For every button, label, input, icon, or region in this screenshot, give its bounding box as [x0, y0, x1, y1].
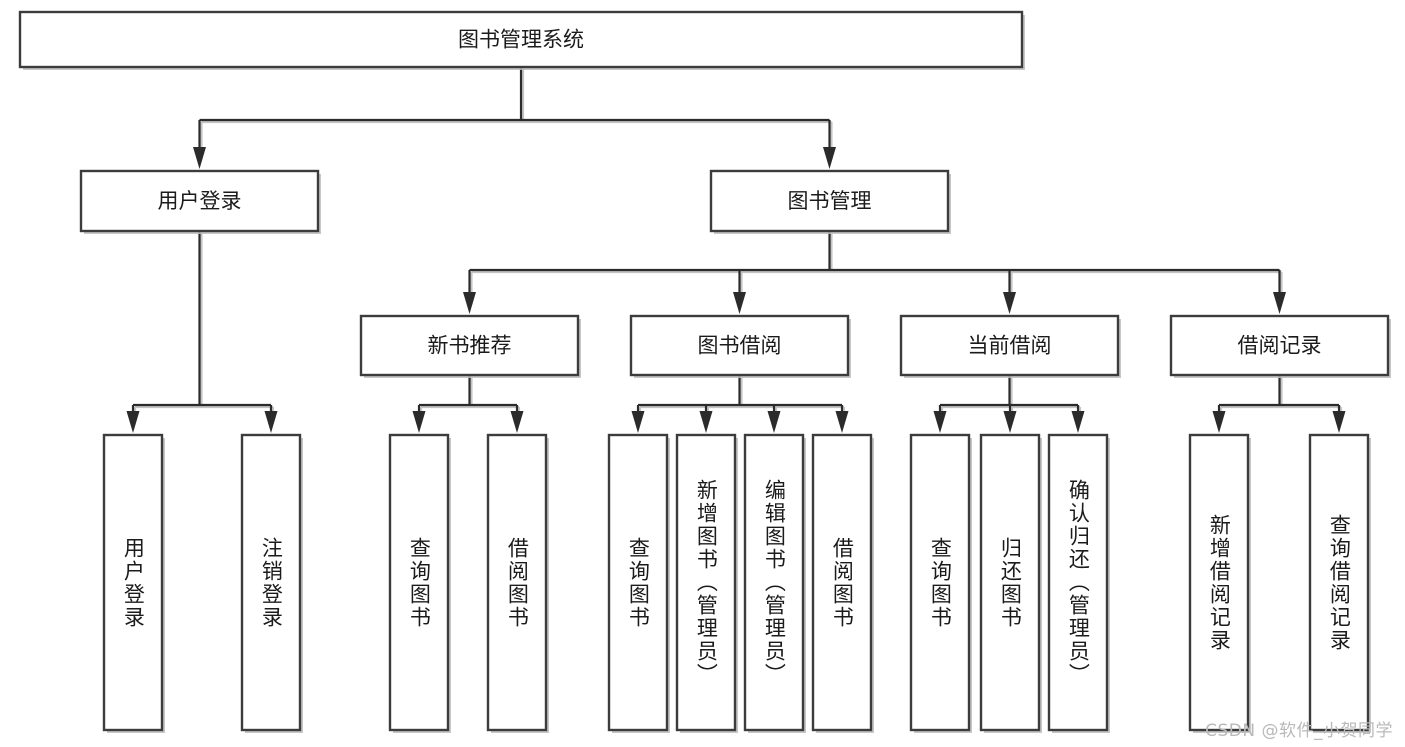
arrow-leaf-当前借阅-查询图书-head — [933, 411, 947, 433]
leaf-借阅记录-新增借阅记录[interactable] — [1188, 433, 1250, 732]
watermark-text: CSDN @软件_小贺同学 — [1205, 721, 1393, 741]
box-layer — [18, 10, 1391, 733]
node-新书推荐-l3[interactable] — [359, 314, 580, 377]
arrow-leaf-图书借阅-编辑图书管理员-head — [767, 411, 781, 433]
leaf-借阅记录-查询借阅记录[interactable] — [1308, 433, 1370, 732]
node-图书管理-l2-label: 图书管理 — [788, 189, 872, 213]
node-用户登录-l2-label: 用户登录 — [158, 189, 242, 213]
arrow-leaf-当前借阅-确认归还管理员-head — [1071, 411, 1085, 433]
arrow-root-to-图书管理-head — [823, 147, 836, 169]
leaf-新书推荐-借阅图书[interactable] — [486, 433, 548, 732]
arrow-leaf-新书推荐-查询图书-head — [412, 411, 426, 433]
arrow-leaf-用户登录-用户登录-head — [126, 411, 140, 433]
leaf-当前借阅-查询图书[interactable] — [909, 433, 971, 732]
arrow-leaf-图书借阅-新增图书管理员-head — [699, 411, 713, 433]
node-新书推荐-l3-label: 新书推荐 — [428, 334, 512, 358]
arrow-root-to-用户登录-head — [193, 147, 206, 169]
leaf-图书借阅-新增图书管理员[interactable] — [675, 433, 737, 732]
arrow-leaf-图书借阅-借阅图书-head — [835, 411, 849, 433]
arrow-leaf-当前借阅-归还图书-head — [1003, 411, 1017, 433]
node-当前借阅-l3-label: 当前借阅 — [968, 334, 1052, 358]
arrow-leaf-新书推荐-借阅图书-head — [510, 411, 524, 433]
leaf-用户登录-注销登录[interactable] — [240, 433, 302, 732]
leaf-新书推荐-查询图书[interactable] — [388, 433, 450, 732]
leaf-当前借阅-归还图书[interactable] — [979, 433, 1041, 732]
node-借阅记录-l3-label: 借阅记录 — [1238, 334, 1322, 358]
arrow-leaf-用户登录-注销登录-head — [264, 411, 278, 433]
node-用户登录-l2[interactable] — [79, 169, 320, 233]
node-当前借阅-l3[interactable] — [899, 314, 1120, 377]
arrow-leaf-图书借阅-查询图书-head — [631, 411, 645, 433]
connector-layer — [126, 67, 1346, 433]
node-root-label: 图书管理系统 — [458, 28, 584, 52]
arrow-management-to-当前借阅-head — [1003, 292, 1016, 314]
leaf-图书借阅-查询图书[interactable] — [607, 433, 669, 732]
node-借阅记录-l3[interactable] — [1169, 314, 1390, 377]
arrow-leaf-借阅记录-查询借阅记录-head — [1332, 411, 1346, 433]
leaf-当前借阅-确认归还管理员[interactable] — [1047, 433, 1109, 732]
node-图书借阅-l3[interactable] — [629, 314, 850, 377]
node-图书管理-l2[interactable] — [709, 169, 950, 233]
node-root[interactable] — [18, 10, 1024, 69]
arrow-management-to-新书推荐-head — [463, 292, 476, 314]
leaf-图书借阅-编辑图书管理员[interactable] — [743, 433, 805, 732]
arrow-management-to-借阅记录-head — [1273, 292, 1286, 314]
arrow-leaf-借阅记录-新增借阅记录-head — [1212, 411, 1226, 433]
arrow-management-to-图书借阅-head — [733, 292, 746, 314]
node-图书借阅-l3-label: 图书借阅 — [698, 334, 782, 358]
leaf-图书借阅-借阅图书[interactable] — [811, 433, 873, 732]
leaf-用户登录-用户登录[interactable] — [102, 433, 164, 732]
